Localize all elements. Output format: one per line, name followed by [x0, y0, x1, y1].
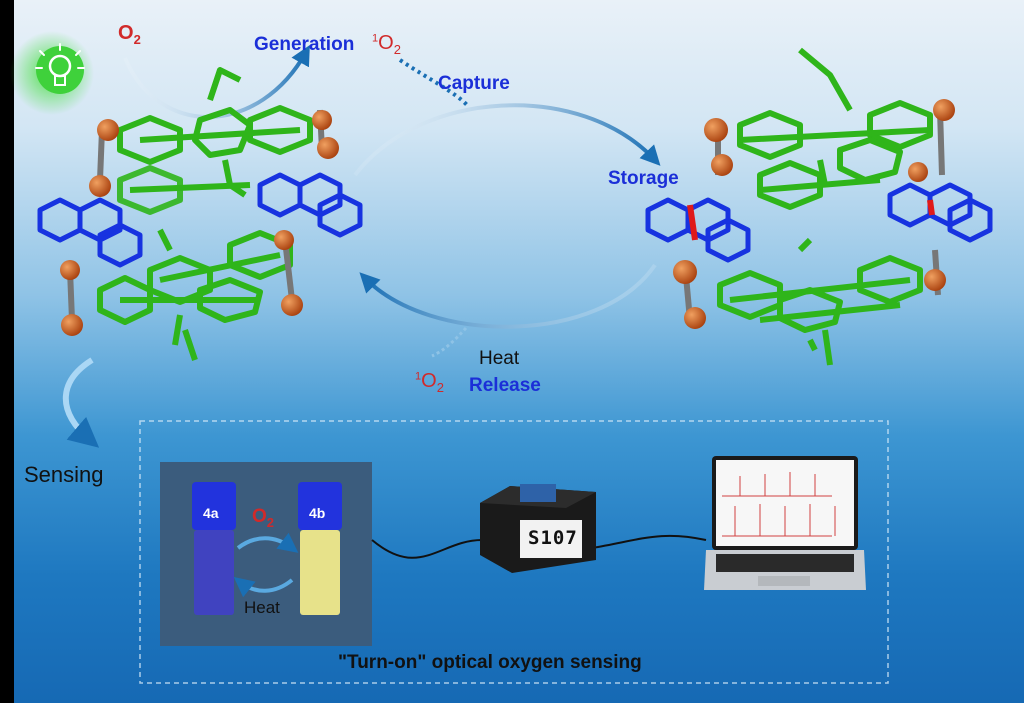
capture-label: Capture [438, 73, 510, 94]
laptop-icon [704, 456, 866, 590]
vial-heat-label: Heat [244, 598, 280, 617]
singlet-o2-top-label: 1O2 [372, 32, 401, 57]
sensing-caption: "Turn-on" optical oxygen sensing [338, 652, 642, 673]
generation-label: Generation [254, 34, 355, 55]
cable [371, 534, 707, 559]
vial-photo [160, 462, 372, 646]
cage-right [645, 47, 993, 366]
light-bulb-icon [10, 31, 94, 115]
sensor-device-icon [480, 484, 596, 573]
release-label: Release [469, 375, 541, 396]
singlet-o2-bottom-label: 1O2 [415, 370, 444, 395]
vial-a-label: 4a [203, 505, 219, 521]
heat-label: Heat [479, 348, 520, 369]
release-arrow [359, 263, 657, 329]
storage-arrow [353, 103, 661, 177]
cage-left [37, 67, 363, 361]
sensing-panel-border [139, 420, 889, 684]
sensing-label: Sensing [24, 462, 104, 487]
vial-o2-label: O2 [252, 506, 275, 530]
sensing-arrow [62, 357, 100, 448]
endoperoxide-bridge [687, 199, 935, 241]
release-o2-arrow [431, 326, 468, 358]
left-border [0, 0, 14, 703]
vial-b-label: 4b [309, 505, 326, 521]
device-id-label: S107 [528, 527, 578, 549]
storage-label: Storage [608, 168, 679, 189]
o2-top-label: O2 [118, 22, 141, 47]
